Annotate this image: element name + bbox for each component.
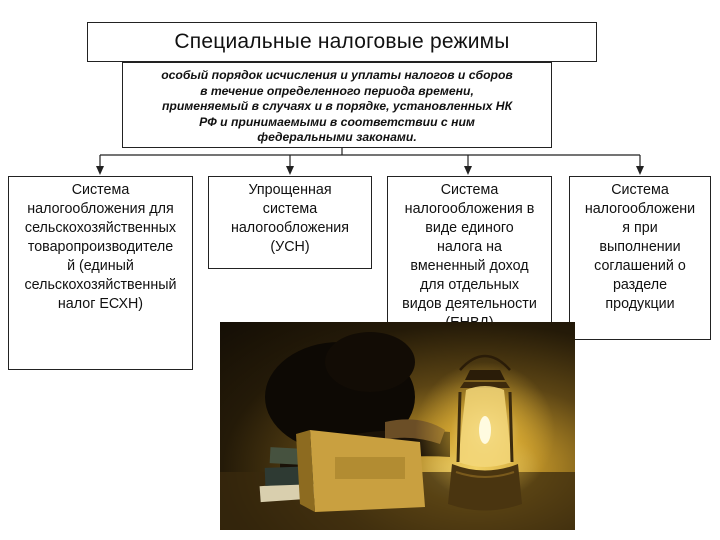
category-line: вмененный доход xyxy=(410,258,529,274)
category-line: виде единого xyxy=(425,220,514,236)
category-line: выполнении xyxy=(599,239,681,255)
books-stack xyxy=(259,430,425,512)
category-line: Упрощенная xyxy=(248,182,332,198)
category-line: Система xyxy=(71,182,130,198)
tired-student-lamp-photo xyxy=(220,322,575,530)
category-line: сельскохозяйственных xyxy=(24,220,177,236)
category-line: товаропроизводителе xyxy=(27,239,174,255)
definition-line: РФ и принимаемыми в соответствии с ним xyxy=(199,114,475,129)
definition-line: особый порядок исчисления и уплаты налог… xyxy=(161,68,513,82)
category-line: Система xyxy=(440,182,499,198)
category-line: налогообложения для xyxy=(27,201,174,217)
arrow-to-srp xyxy=(636,155,644,175)
arrow-to-envd xyxy=(464,155,472,175)
category-line: для отдельных xyxy=(419,277,520,293)
category-esxn-box: Система налогообложения для сельскохозяй… xyxy=(8,176,193,370)
category-line: Система xyxy=(611,182,669,198)
category-line: налогообложения в xyxy=(404,201,535,217)
category-usn-box: Упрощенная система налогообложения (УСН) xyxy=(208,176,372,269)
definition-line: федеральными законами. xyxy=(257,130,417,145)
category-line: продукции xyxy=(605,296,675,312)
category-line: разделе xyxy=(612,277,668,293)
category-line: налогообложени xyxy=(584,201,696,217)
title-box: Специальные налоговые режимы xyxy=(87,22,597,62)
arrow-to-esxn xyxy=(96,155,104,175)
definition-line: применяемый в случаях и в порядке, устан… xyxy=(161,99,513,114)
category-line: налогообложения xyxy=(230,220,350,236)
category-envd-box: Система налогообложения в виде единого н… xyxy=(387,176,552,336)
diagram-title: Специальные налоговые режимы xyxy=(174,30,510,53)
category-srp-box: Система налогообложени я при выполнении … xyxy=(569,176,711,340)
category-line: налога на xyxy=(437,239,502,255)
arrow-to-usn xyxy=(286,155,294,175)
category-line: налог ЕСХН) xyxy=(57,296,144,312)
category-line: (УСН) xyxy=(270,239,310,255)
category-line: система xyxy=(262,201,318,217)
category-line: сельскохозяйственный xyxy=(24,277,177,293)
definition-box: особый порядок исчисления и уплаты налог… xyxy=(122,62,552,148)
definition-line: в течение определенного периода времени, xyxy=(200,83,474,98)
category-line: соглашений о xyxy=(594,258,686,274)
kerosene-lantern xyxy=(415,354,555,511)
category-line: я при xyxy=(622,220,658,236)
category-line: й (единый xyxy=(67,258,134,274)
category-line: видов деятельности xyxy=(402,296,537,312)
